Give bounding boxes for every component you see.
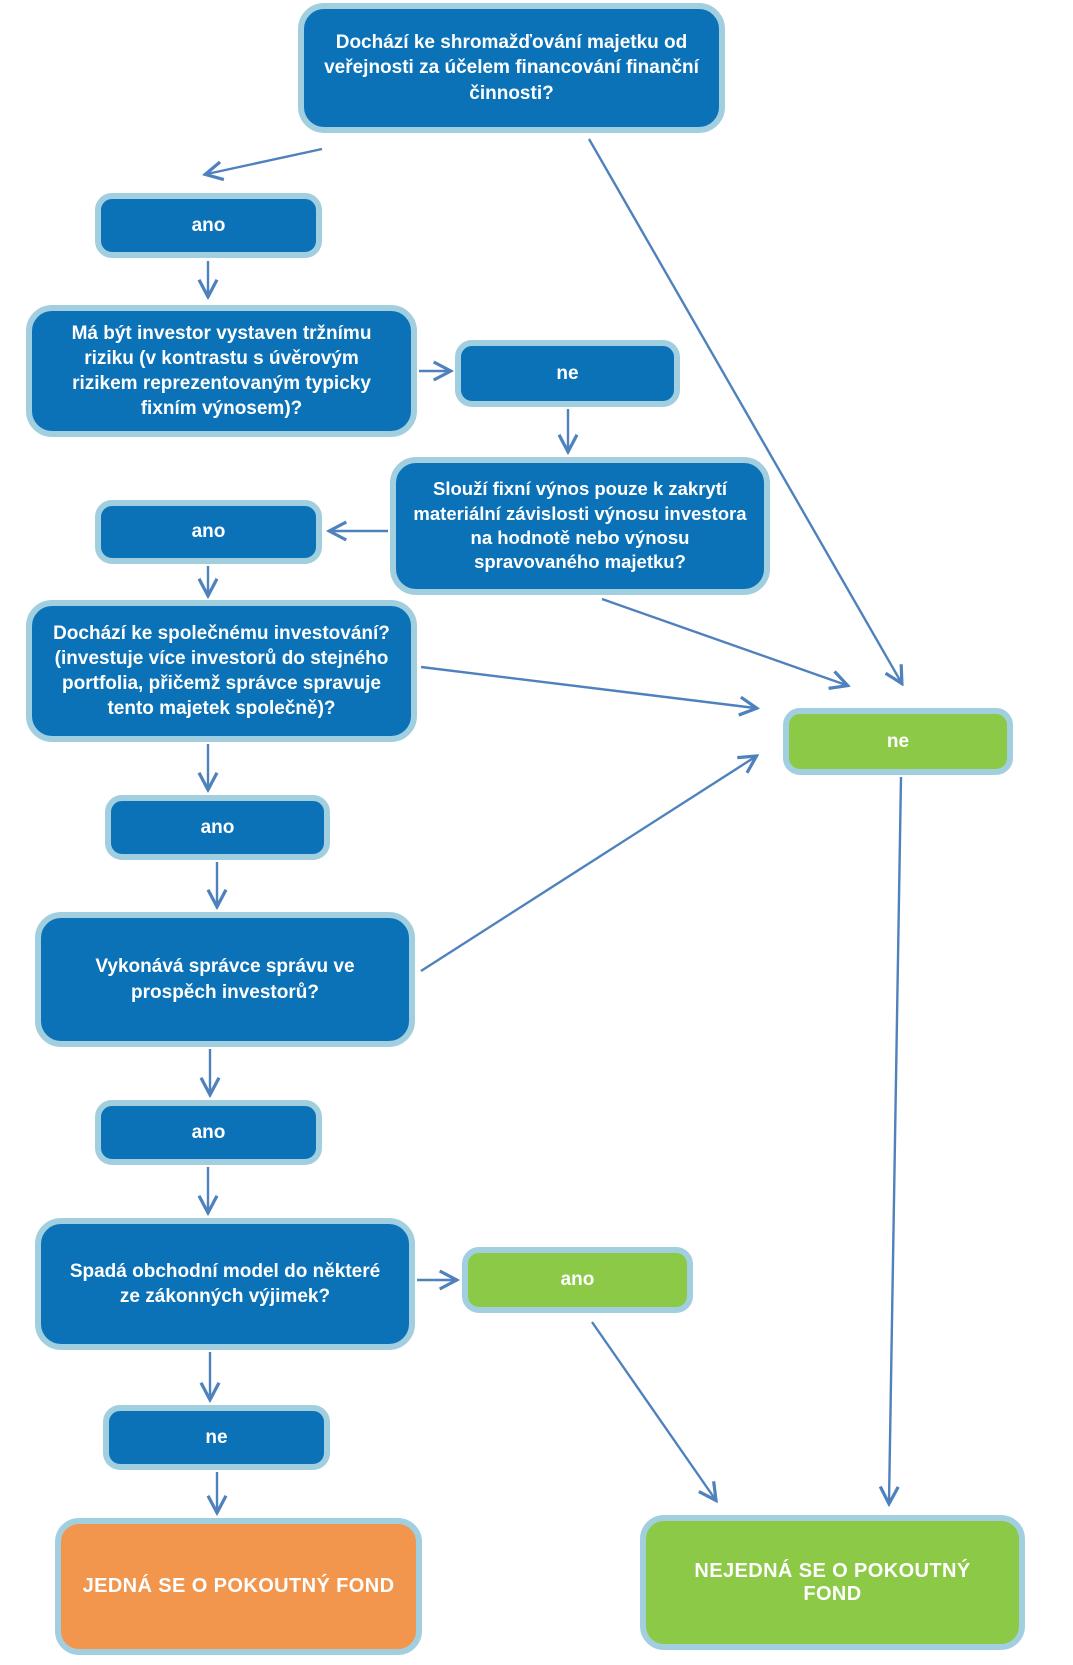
arrow-negreen-to-resultno — [889, 776, 903, 1502]
question-legal-exemption: Spadá obchodní model do některé ze zákon… — [35, 1218, 415, 1350]
arrow-q1-to-negreen — [587, 138, 901, 682]
answer-ano-1: ano — [95, 193, 322, 258]
result-pokoutny-fond: JEDNÁ SE O POKOUTNÝ FOND — [55, 1518, 422, 1655]
answer-ano-3: ano — [105, 795, 330, 860]
arrow-q3-to-negreen — [420, 665, 755, 708]
answer-ne-final: ne — [783, 708, 1013, 775]
question-fixed-income-cover: Slouží fixní výnos pouze k zakrytí mater… — [390, 457, 770, 595]
arrow-anogreen-to-resultno — [591, 1321, 715, 1499]
question-collect-assets-public: Dochází ke shromažďování majetku od veře… — [298, 3, 725, 133]
question-market-risk: Má být investor vystaven tržnímu riziku … — [26, 305, 417, 437]
answer-ano-exemption: ano — [462, 1247, 693, 1313]
result-not-pokoutny-fond: NEJEDNÁ SE O POKOUTNÝ FOND — [640, 1515, 1025, 1650]
arrow-q1-to-ano1 — [207, 147, 323, 174]
answer-ano-4: ano — [95, 1100, 322, 1165]
question-management-benefit: Vykonává správce správu ve prospěch inve… — [35, 912, 415, 1047]
answer-ne-exemption: ne — [103, 1405, 330, 1470]
answer-ano-2: ano — [95, 500, 322, 564]
arrow-q4-to-negreen — [420, 757, 755, 973]
answer-ne-market-risk: ne — [455, 340, 680, 407]
arrow-qfixed-to-negreen — [601, 597, 846, 685]
question-collective-investment: Dochází ke společnému investování? (inve… — [26, 600, 417, 742]
